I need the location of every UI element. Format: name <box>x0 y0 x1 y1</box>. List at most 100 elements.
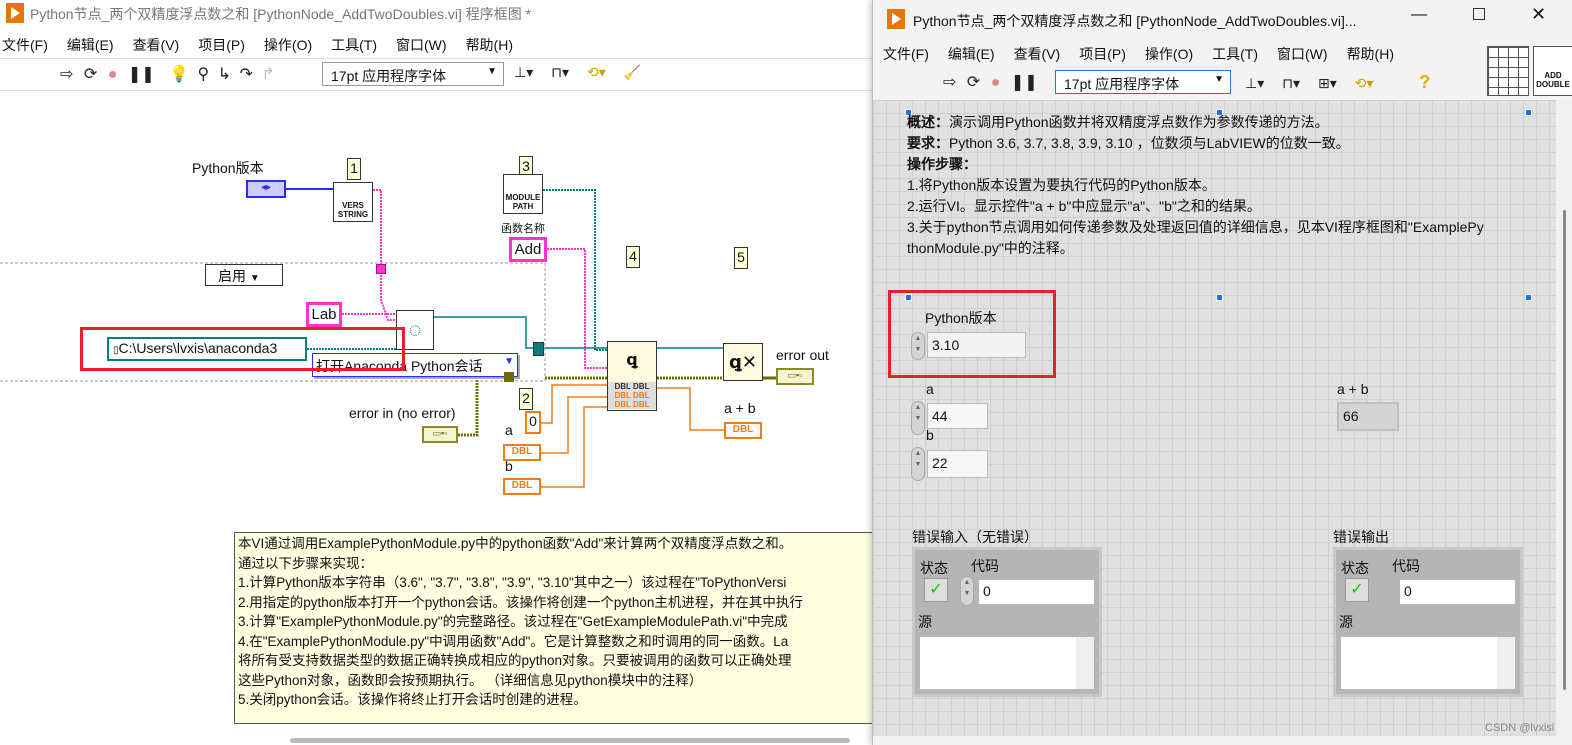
pause-icon[interactable]: ❚❚ <box>127 66 155 83</box>
menu-operate[interactable]: 操作(O) <box>1144 46 1194 62</box>
python-snake-icon: ꝗ <box>626 352 638 369</box>
python-path-constant[interactable]: ▯C:\Users\lvxis\anaconda3 <box>107 337 307 361</box>
run-continuously-icon[interactable]: ⟳ <box>966 74 981 91</box>
align-objects-icon[interactable]: ⊥▾ <box>1245 75 1265 91</box>
source-label: 源 <box>1339 614 1353 630</box>
menu-tools[interactable]: 工具(T) <box>331 37 378 53</box>
pause-icon[interactable]: ❚❚ <box>1010 74 1038 91</box>
a-control-terminal[interactable]: DBL <box>503 444 541 461</box>
abort-icon[interactable]: ● <box>990 74 1001 91</box>
menu-bar: 文件(F) 编辑(E) 查看(V) 项目(P) 操作(O) 工具(T) 窗口(W) 帮助(H) <box>883 44 1413 64</box>
menu-file[interactable]: 文件(F) <box>883 46 929 62</box>
run-continuously-icon[interactable]: ⟳ <box>83 66 98 83</box>
context-help-icon[interactable]: ? <box>1419 72 1431 92</box>
clean-up-diagram-icon[interactable]: 🧹 <box>623 64 642 80</box>
error-in-control[interactable]: ▭▪▫ <box>422 426 458 443</box>
close-python-session-node[interactable]: ꝗ✕ <box>723 343 763 381</box>
code-label: 代码 <box>1392 558 1420 574</box>
description-heading: 概述： <box>907 114 949 130</box>
module-path-subvi[interactable]: MODULE PATH <box>503 174 543 214</box>
menu-view[interactable]: 查看(V) <box>1013 46 1061 62</box>
highlight-execution-icon[interactable]: 💡 <box>169 66 190 83</box>
terminal-b-in: DBL <box>614 400 631 409</box>
a-control[interactable]: 44 <box>927 403 988 429</box>
menu-window[interactable]: 窗口(W) <box>396 37 447 53</box>
highlight-box <box>888 290 1056 378</box>
retain-wire-values-icon[interactable]: ⚲ <box>197 66 210 83</box>
menu-bar: 文件(F) 编辑(E) 查看(V) 项目(P) 操作(O) 工具(T) 窗口(W) 帮助(H) <box>2 35 532 55</box>
b-label: b <box>926 427 934 443</box>
font-select[interactable]: 17pt 应用程序字体▼ <box>322 62 504 86</box>
error-tunnel <box>504 372 514 382</box>
distribute-objects-icon[interactable]: ⊓▾ <box>551 64 570 80</box>
run-arrow-icon[interactable]: ⇨ <box>60 66 74 83</box>
distribute-objects-icon[interactable]: ⊓▾ <box>1282 75 1301 91</box>
menu-file[interactable]: 文件(F) <box>2 37 48 53</box>
toolbar: ⇨ ⟳ ● ❚❚ 💡 ⚲ ↳ ↷ ↱ <box>60 64 275 84</box>
wire-module-path <box>543 189 607 351</box>
description-line: 3.关于python节点调用如何传递参数及处理返回值的详细信息，见本VI程序框图… <box>907 219 1484 235</box>
b-label: b <box>505 458 513 474</box>
a-label: a <box>926 381 934 397</box>
source-label: 源 <box>918 614 932 630</box>
vertical-scrollbar[interactable] <box>1556 100 1572 736</box>
case-selector[interactable]: 启用 ▼ <box>205 264 283 286</box>
description-line: 操作步骤： <box>907 154 1484 175</box>
b-control-terminal[interactable]: DBL <box>503 478 541 495</box>
step-over-icon[interactable]: ↷ <box>239 66 253 83</box>
b-control[interactable]: 22 <box>927 450 988 478</box>
menu-operate[interactable]: 操作(O) <box>263 37 313 53</box>
maximize-button[interactable] <box>1473 8 1485 20</box>
font-select[interactable]: 17pt 应用程序字体▼ <box>1055 70 1231 94</box>
menu-project[interactable]: 项目(P) <box>1079 46 1126 62</box>
connector-pane-icon[interactable] <box>1487 46 1529 96</box>
reorder-icon[interactable]: ⟲▾ <box>1354 75 1374 91</box>
function-name-constant[interactable]: Add <box>509 237 547 262</box>
code-spinner[interactable]: ▲▼ <box>960 576 974 606</box>
source-indicator <box>1341 637 1515 689</box>
menu-view[interactable]: 查看(V) <box>132 37 180 53</box>
reorder-icon[interactable]: ⟲▾ <box>586 64 606 80</box>
python-version-spinner[interactable]: ▲▼ <box>911 332 925 360</box>
resize-objects-icon[interactable]: ⊞▾ <box>1317 75 1337 91</box>
window-title: Python节点_两个双精度浮点数之和 [PythonNode_AddTwoDo… <box>30 6 532 22</box>
error-out-indicator[interactable]: ▭▪▫ <box>776 368 814 385</box>
step-into-icon[interactable]: ↳ <box>217 66 232 83</box>
error-out-label: 错误输出 <box>1333 529 1389 545</box>
labview-logo-icon <box>6 3 24 23</box>
minimize-button[interactable]: — <box>1411 6 1427 23</box>
align-objects-icon[interactable]: ⊥▾ <box>514 64 534 80</box>
wire-version-string <box>373 189 396 321</box>
lab-constant[interactable]: Lab <box>306 302 342 327</box>
horizontal-scrollbar[interactable] <box>290 738 850 743</box>
scrollbar-thumb[interactable] <box>1563 210 1566 690</box>
menu-help[interactable]: 帮助(H) <box>1346 46 1394 62</box>
version-string-subvi[interactable]: VERS STRING <box>333 182 373 222</box>
menu-edit[interactable]: 编辑(E) <box>947 46 995 62</box>
b-spinner[interactable]: ▲▼ <box>911 447 925 481</box>
wire-a <box>541 396 607 454</box>
step-out-icon[interactable]: ↱ <box>261 66 275 83</box>
vi-icon[interactable]: ADD DOUBLE <box>1533 46 1572 96</box>
abort-icon[interactable]: ● <box>107 66 118 83</box>
case-selector-value: 启用 <box>218 268 246 284</box>
terminal-return: DBL <box>614 382 631 391</box>
menu-tools[interactable]: 工具(T) <box>1212 46 1259 62</box>
menu-edit[interactable]: 编辑(E) <box>66 37 114 53</box>
status-checkbox[interactable]: ✓ <box>924 578 948 602</box>
code-control[interactable]: 0 <box>979 580 1094 604</box>
run-arrow-icon[interactable]: ⇨ <box>943 74 957 91</box>
menu-project[interactable]: 项目(P) <box>198 37 245 53</box>
zero-constant[interactable]: 0 <box>525 411 541 434</box>
sum-indicator-terminal[interactable]: DBL <box>724 422 762 439</box>
a-spinner[interactable]: ▲▼ <box>911 401 925 435</box>
menu-help[interactable]: 帮助(H) <box>465 37 513 53</box>
status-indicator: ✓ <box>1345 578 1369 602</box>
source-control[interactable] <box>920 637 1094 689</box>
python-version-enum-terminal[interactable]: ◂▸ <box>246 180 286 198</box>
close-button[interactable]: ✕ <box>1531 4 1547 24</box>
python-version-control[interactable]: 3.10 <box>927 332 1026 358</box>
menu-window[interactable]: 窗口(W) <box>1277 46 1328 62</box>
wire-error-in <box>458 376 479 437</box>
